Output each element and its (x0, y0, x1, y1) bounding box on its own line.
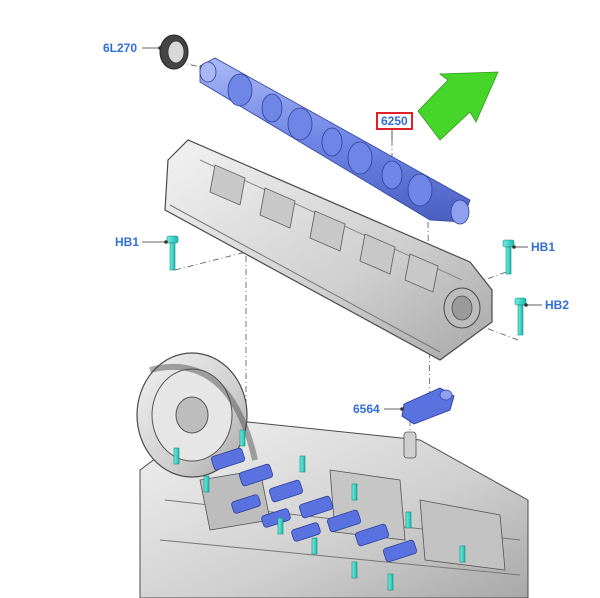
callout-bolt-hb1-right[interactable]: HB1 (531, 240, 556, 254)
bolt-hb1-right (502, 239, 515, 275)
callout-oil-seal[interactable]: 6L270 (103, 41, 138, 55)
callout-camshaft[interactable]: 6250 (376, 112, 413, 130)
cylinder-head (164, 139, 493, 361)
lower-block-bolts (173, 429, 466, 591)
green-arrow-icon (417, 71, 499, 141)
bolt-hb2-right (514, 297, 527, 336)
rocker-arm-part (401, 387, 455, 459)
callout-bolt-hb1-left[interactable]: HB1 (115, 235, 140, 249)
callout-bolt-hb2-right[interactable]: HB2 (545, 298, 570, 312)
leader-dots (158, 46, 528, 411)
oil-seal (159, 34, 189, 70)
camshaft (199, 57, 471, 225)
callout-rocker-arm[interactable]: 6564 (353, 402, 380, 416)
timing-pulley (136, 352, 258, 478)
rocker-arms-installed (211, 447, 417, 563)
bolt-hb1-left (166, 235, 179, 271)
leader-lines (142, 47, 542, 410)
